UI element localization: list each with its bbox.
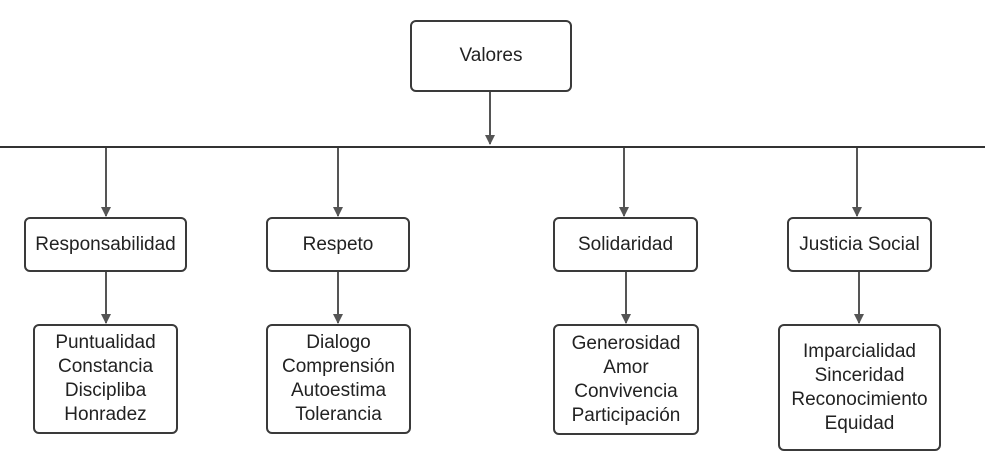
value-item: Reconocimiento <box>791 388 928 410</box>
value-item: Puntualidad <box>55 332 156 353</box>
items-node-responsabilidad: Puntualidad Constancia Discipliba Honrad… <box>33 324 178 434</box>
items-node-solidaridad: Generosidad Amor Convivencia Participaci… <box>553 324 699 435</box>
root-node-label: Valores <box>459 45 523 66</box>
value-item: Imparcialidad <box>803 340 916 362</box>
items-node-respeto: Dialogo Comprensión Autoestima Toleranci… <box>266 324 411 434</box>
value-item: Equidad <box>824 412 895 434</box>
category-label: Responsabilidad <box>35 233 176 255</box>
value-item: Comprensión <box>282 356 395 377</box>
value-item: Autoestima <box>290 380 387 401</box>
value-item: Dialogo <box>306 332 371 353</box>
value-item: Honradez <box>64 404 147 425</box>
value-item: Constancia <box>57 356 154 377</box>
value-list: Puntualidad Constancia Discipliba Honrad… <box>55 331 155 427</box>
value-item: Convivencia <box>574 380 678 402</box>
value-item: Amor <box>603 356 649 378</box>
value-item: Participación <box>571 404 681 426</box>
items-node-justicia-social: Imparcialidad Sinceridad Reconocimiento … <box>778 324 941 451</box>
root-node-valores: Valores <box>410 20 572 92</box>
value-item: Generosidad <box>571 332 681 354</box>
category-node-respeto: Respeto <box>266 217 410 272</box>
category-label: Justicia Social <box>799 233 920 255</box>
value-list: Dialogo Comprensión Autoestima Toleranci… <box>282 331 395 427</box>
category-label: Solidaridad <box>577 233 674 255</box>
category-label: Respeto <box>302 233 374 255</box>
value-list: Generosidad Amor Convivencia Participaci… <box>572 332 681 428</box>
value-item: Tolerancia <box>295 404 382 425</box>
value-item: Discipliba <box>64 380 147 401</box>
category-node-solidaridad: Solidaridad <box>553 217 698 272</box>
value-item: Sinceridad <box>814 364 905 386</box>
category-node-responsabilidad: Responsabilidad <box>24 217 187 272</box>
value-list: Imparcialidad Sinceridad Reconocimiento … <box>791 340 927 436</box>
category-node-justicia-social: Justicia Social <box>787 217 932 272</box>
